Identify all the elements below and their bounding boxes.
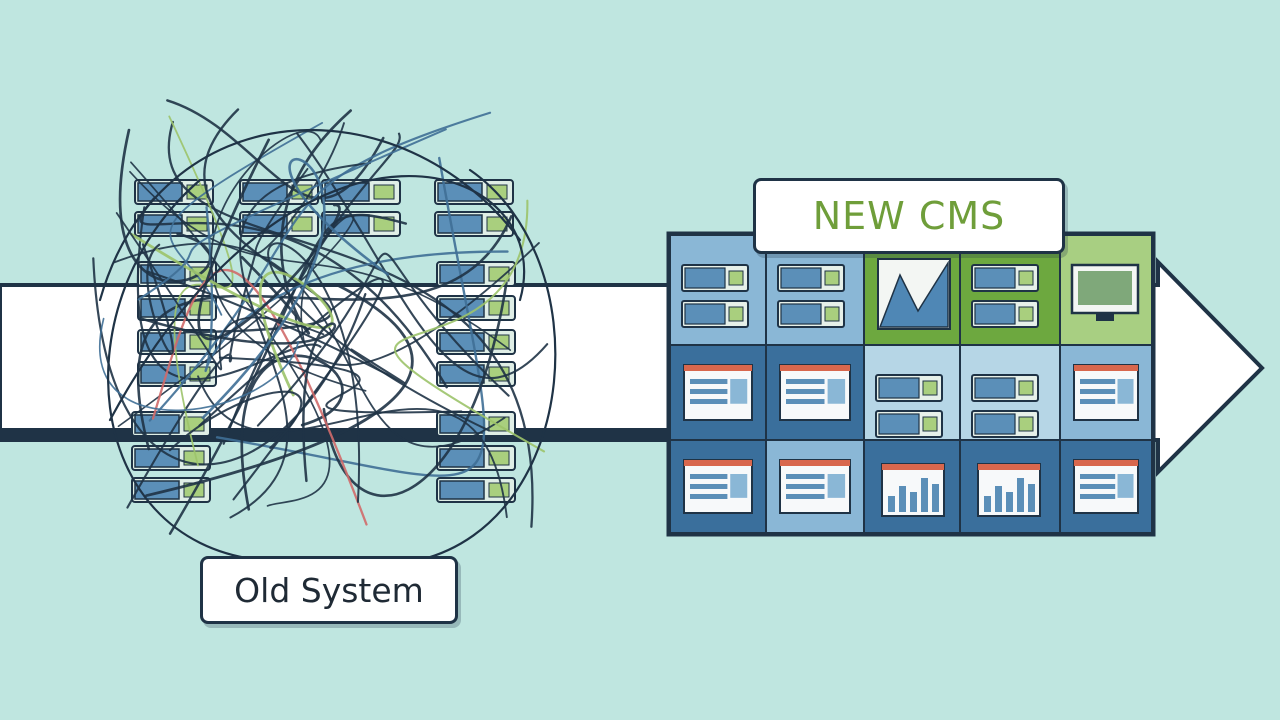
- cable-line: [267, 242, 490, 504]
- server-rack-icon: [436, 477, 516, 503]
- server-rack-icon: [971, 374, 1039, 438]
- web-page-icon: [683, 459, 753, 514]
- server-rack-icon: [434, 211, 514, 237]
- cms-tile: [669, 234, 767, 346]
- web-page-icon: [1073, 459, 1139, 514]
- cable-line: [130, 161, 331, 507]
- cable-line: [169, 122, 324, 316]
- server-rack-icon: [436, 445, 516, 471]
- cable-line: [229, 162, 371, 519]
- cable-line: [147, 270, 406, 384]
- cable-line: [254, 122, 345, 255]
- cable-line: [129, 170, 512, 351]
- server-rack-icon: [971, 264, 1039, 328]
- new-cms-label: NEW CMS: [753, 178, 1065, 254]
- cable-loop: [108, 174, 526, 422]
- cms-tile: [1059, 439, 1153, 534]
- cable-line: [394, 199, 546, 453]
- cable-line: [130, 232, 334, 397]
- chart-icon: [977, 463, 1041, 517]
- new-cms-text: NEW CMS: [812, 194, 1006, 238]
- cms-tile: [1059, 344, 1153, 441]
- cable-loop: [98, 128, 522, 302]
- cable-loop: [107, 178, 262, 562]
- cms-tile: [669, 439, 767, 534]
- cable-loop: [418, 168, 557, 562]
- server-rack-icon: [681, 264, 749, 328]
- new-cms-grid: [666, 231, 1156, 537]
- chart-icon: [877, 258, 951, 330]
- server-rack-icon: [239, 179, 319, 205]
- cable-line: [99, 317, 300, 412]
- cable-line: [136, 215, 513, 451]
- monitor-icon: [1070, 263, 1140, 321]
- cable-line: [294, 242, 540, 366]
- cms-tile: [863, 344, 961, 441]
- tangled-cables: [92, 99, 557, 562]
- cable-line: [322, 281, 508, 498]
- old-system-text: Old System: [234, 570, 424, 610]
- cable-line: [197, 375, 508, 519]
- cable-line: [141, 243, 174, 355]
- cable-line: [201, 157, 390, 420]
- cable-line: [240, 354, 344, 511]
- server-rack-icon: [875, 374, 943, 438]
- cable-line: [198, 277, 384, 501]
- cable-line: [148, 111, 492, 422]
- cable-line: [115, 212, 325, 371]
- cable-line: [136, 206, 322, 381]
- cable-line: [215, 156, 486, 477]
- web-page-icon: [779, 459, 851, 514]
- cable-line: [167, 120, 534, 528]
- web-page-icon: [683, 364, 753, 421]
- old-system-label: Old System: [200, 556, 458, 624]
- cms-tile: [669, 344, 767, 441]
- cms-tile: [959, 344, 1061, 441]
- cable-line: [210, 130, 367, 392]
- web-page-icon: [779, 364, 851, 421]
- cms-tile: [765, 439, 865, 534]
- cable-line: [168, 390, 303, 452]
- cable-line: [218, 356, 463, 414]
- cable-line: [139, 317, 337, 483]
- cable-line: [197, 138, 341, 341]
- cable-line: [256, 252, 510, 427]
- cms-tile: [959, 439, 1061, 534]
- cable-line: [137, 128, 447, 301]
- server-rack-icon: [777, 264, 845, 328]
- chart-icon: [881, 463, 945, 517]
- web-page-icon: [1073, 364, 1139, 421]
- cms-tile: [765, 344, 865, 441]
- cms-tile: [863, 439, 961, 534]
- cms-tile: [1059, 234, 1153, 346]
